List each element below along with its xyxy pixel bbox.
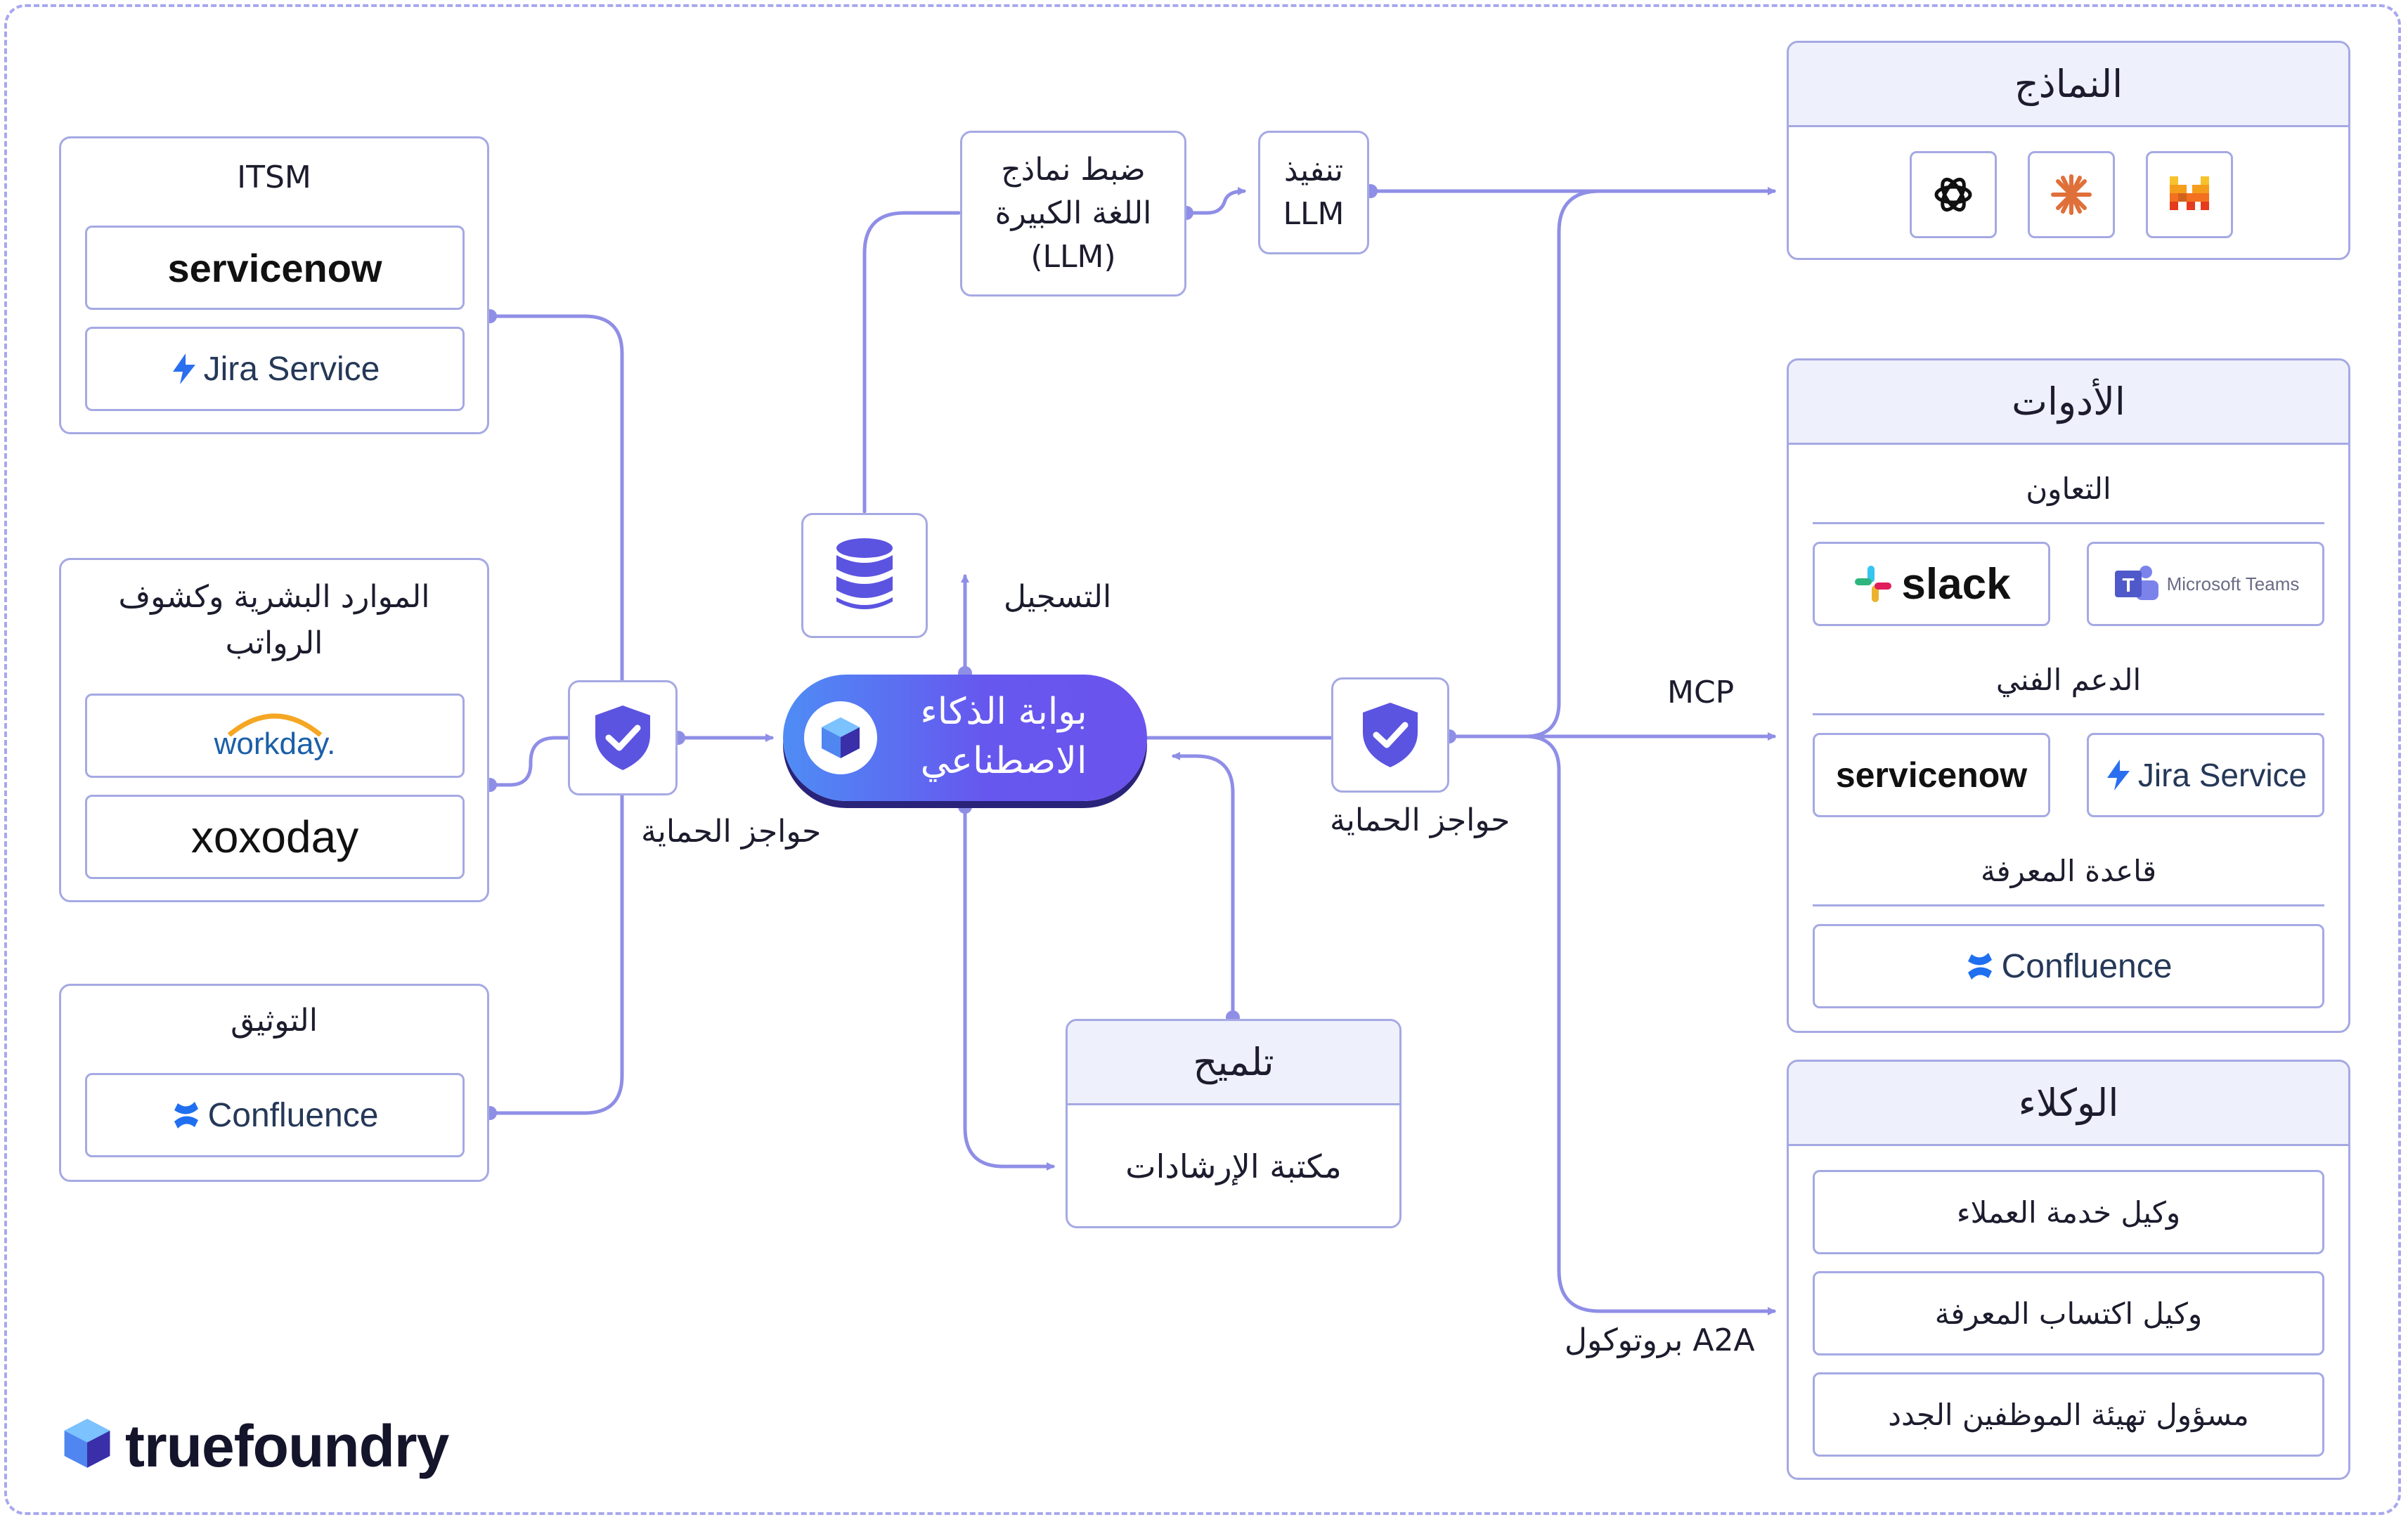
- models-box: النماذج: [1787, 41, 2350, 260]
- shield-check-icon: [1363, 703, 1418, 767]
- knowledge-base-title: قاعدة المعرفة: [1980, 854, 2157, 888]
- technical-support-divider: [1813, 713, 2324, 715]
- guardrails-right-label: حواجز الحماية: [1330, 802, 1510, 838]
- openai-icon: [1934, 178, 1972, 212]
- documentation-box: التوثيق Confluence: [59, 984, 489, 1182]
- mcp-label: MCP: [1667, 675, 1735, 710]
- microsoft-teams-label: Microsoft Teams: [2166, 573, 2300, 594]
- llm-execution-label: تنفيذ LLM: [1283, 152, 1345, 232]
- agent-customer-service[interactable]: وكيل خدمة العملاء: [1813, 1170, 2324, 1254]
- slack-card[interactable]: slack: [1813, 542, 2050, 626]
- agent-knowledge-acquisition[interactable]: وكيل اكتساب المعرفة: [1813, 1271, 2324, 1355]
- agents-box: الوكلاء وكيل خدمة العملاء وكيل اكتساب ال…: [1787, 1060, 2350, 1480]
- confluence-icon: [1967, 953, 1992, 980]
- hr-payroll-box: الموارد البشرية وكشوف الرواتب workday. x…: [59, 558, 489, 902]
- svg-text:T: T: [2122, 574, 2134, 596]
- jira-service-tool-card[interactable]: Jira Service: [2087, 733, 2324, 817]
- servicenow-logo: servicenow: [167, 245, 382, 290]
- agents-title: الوكلاء: [1789, 1062, 2348, 1146]
- collaboration-divider: [1813, 522, 2324, 524]
- confluence-label: Confluence: [207, 1096, 379, 1134]
- a2a-label: بروتوكول A2A: [1565, 1322, 1755, 1358]
- truefoundry-cube-icon: [822, 717, 860, 758]
- mistral-icon: [2170, 176, 2209, 210]
- confluence-icon: [174, 1102, 198, 1129]
- documentation-title: التوثيق: [231, 1003, 318, 1039]
- microsoft-teams-icon: T: [2114, 566, 2158, 600]
- jira-bolt-icon: [2106, 760, 2130, 791]
- finetune-llm-label: ضبط نماذج اللغة الكبيرة (LLM): [995, 152, 1152, 275]
- guardrails-left-shield[interactable]: [568, 680, 678, 795]
- tools-box: الأدوات التعاون slack T Microsoft Teams …: [1787, 358, 2350, 1033]
- llm-execution-box[interactable]: تنفيذ LLM: [1258, 131, 1369, 254]
- slack-icon: [1855, 566, 1892, 602]
- knowledge-base-divider: [1813, 904, 2324, 906]
- confluence-tool-card[interactable]: Confluence: [1813, 924, 2324, 1008]
- itsm-box: ITSM servicenow Jira Service: [59, 136, 489, 434]
- jira-bolt-icon: [172, 353, 195, 384]
- servicenow-tool-logo: servicenow: [1835, 755, 2028, 795]
- gateway-label: بوابة الذكاء الاصطناعي: [920, 691, 1087, 782]
- workday-card[interactable]: workday.: [85, 694, 465, 778]
- logging-label: التسجيل: [1004, 579, 1112, 615]
- anthropic-model-card[interactable]: [2028, 151, 2115, 238]
- servicenow-tool-card[interactable]: servicenow: [1813, 733, 2050, 817]
- database-icon: [836, 538, 893, 609]
- confluence-tool-label: Confluence: [2001, 947, 2173, 985]
- ai-gateway[interactable]: بوابة الذكاء الاصطناعي: [783, 675, 1147, 801]
- tools-title: الأدوات: [1789, 360, 2348, 445]
- prompt-box: تلميح مكتبة الإرشادات: [1066, 1019, 1402, 1228]
- jira-service-label: Jira Service: [203, 350, 380, 388]
- jira-service-card[interactable]: Jira Service: [85, 327, 465, 411]
- technical-support-title: الدعم الفني: [1995, 663, 2142, 697]
- truefoundry-logo-icon: [64, 1419, 110, 1468]
- prompt-title: تلميح: [1068, 1021, 1399, 1105]
- microsoft-teams-card[interactable]: T Microsoft Teams: [2087, 542, 2324, 626]
- logging-database[interactable]: [801, 513, 928, 638]
- xoxoday-card[interactable]: xoxoday: [85, 795, 465, 879]
- agent-new-employee-onboarding[interactable]: مسؤول تهيئة الموظفين الجدد: [1813, 1372, 2324, 1457]
- gateway-icon: [804, 701, 877, 774]
- guardrails-left-label: حواجز الحماية: [641, 814, 822, 850]
- prompt-library-label: مكتبة الإرشادات: [1125, 1147, 1342, 1185]
- collaboration-title: التعاون: [2026, 471, 2111, 506]
- servicenow-card[interactable]: servicenow: [85, 226, 465, 310]
- slack-logo: slack: [1901, 559, 2011, 609]
- itsm-title: ITSM: [237, 160, 311, 195]
- workday-arc-icon: [227, 713, 323, 736]
- mistral-model-card[interactable]: [2146, 151, 2233, 238]
- guardrails-right-shield[interactable]: [1331, 677, 1449, 793]
- jira-service-tool-label: Jira Service: [2137, 757, 2307, 793]
- confluence-card[interactable]: Confluence: [85, 1073, 465, 1157]
- models-title: النماذج: [1789, 43, 2348, 127]
- hr-payroll-title: الموارد البشرية وكشوف الرواتب: [118, 579, 430, 661]
- shield-check-icon: [595, 705, 650, 770]
- anthropic-icon: [2051, 174, 2092, 215]
- xoxoday-logo: xoxoday: [190, 812, 359, 862]
- openai-model-card[interactable]: [1910, 151, 1997, 238]
- truefoundry-wordmark: truefoundry: [125, 1413, 449, 1479]
- diagram-frame: [4, 4, 2401, 1515]
- finetune-llm-box[interactable]: ضبط نماذج اللغة الكبيرة (LLM): [960, 131, 1186, 297]
